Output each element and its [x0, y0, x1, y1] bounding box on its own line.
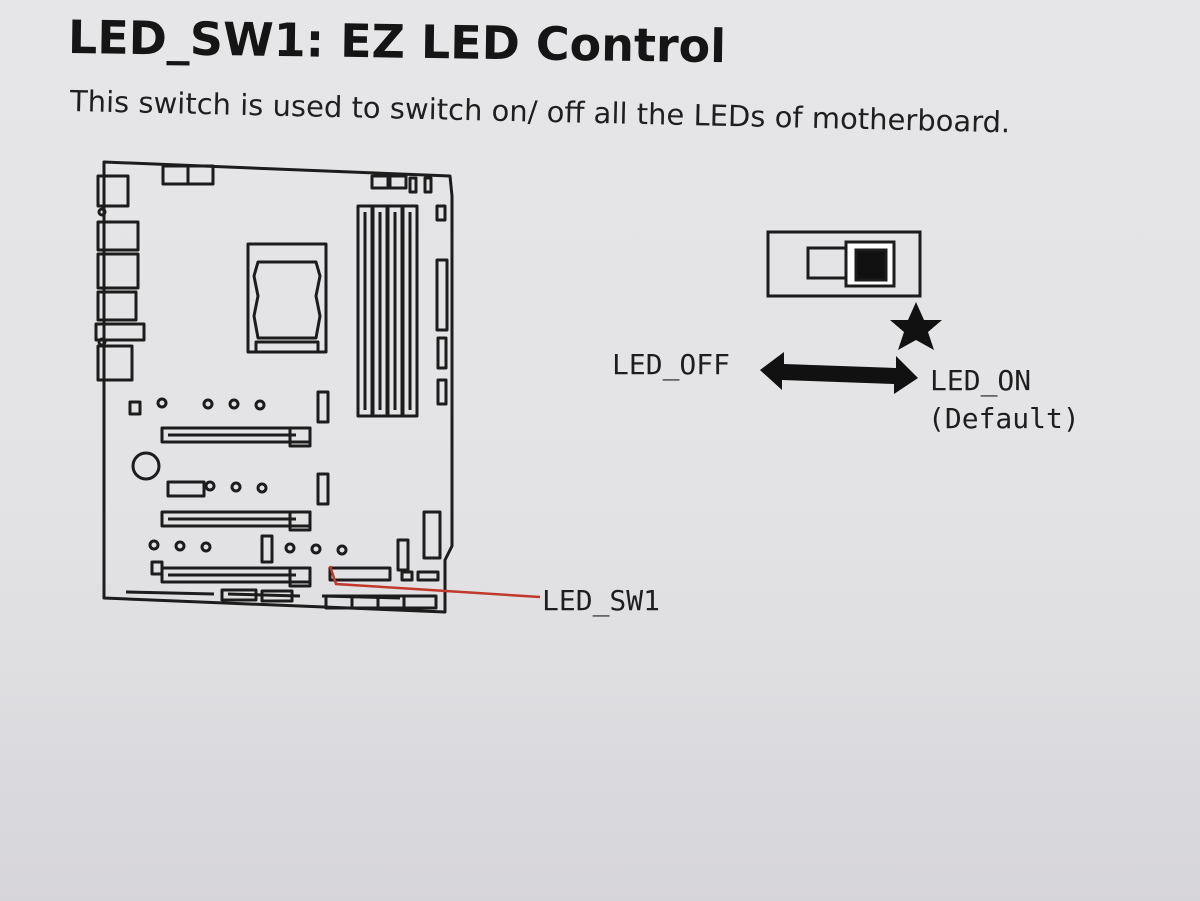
led-sw1-callout-label: LED_SW1	[542, 584, 660, 618]
led-switch-illustration	[766, 230, 922, 298]
default-star-icon	[890, 302, 942, 350]
motherboard-outline	[94, 160, 454, 614]
led-sw1-callout	[328, 565, 541, 599]
led-on-default-note: (Default)	[928, 402, 1080, 435]
led-off-label: LED_OFF	[612, 348, 730, 382]
led-on-label: LED_ON	[930, 364, 1031, 398]
double-arrow-icon	[760, 352, 918, 394]
